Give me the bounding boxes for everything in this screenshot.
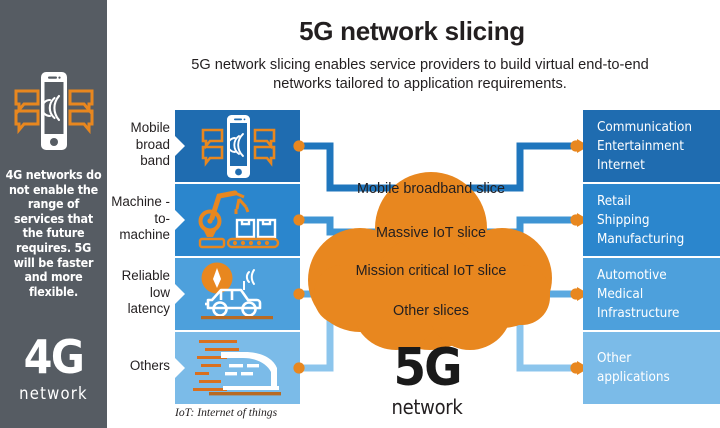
high-speed-train-icon: [193, 340, 281, 396]
slice-label-mobile-broadband: Mobile broadband slice: [357, 181, 505, 197]
page-subtitle: 5G network slicing enables service provi…: [191, 57, 649, 92]
category-label-others: Others: [129, 358, 170, 373]
category-label-machine-to-machine: Machine -to- machine: [111, 194, 170, 242]
sidebar-4g-badge-sub: network: [19, 384, 88, 403]
right-panel-line: Entertainment: [597, 138, 684, 154]
right-panel-line: applications: [597, 370, 670, 385]
smartphone-messaging-icon: [0, 64, 107, 164]
right-panel-line: Medical: [597, 286, 644, 302]
right-panel-line: Other: [597, 351, 632, 366]
right-panel-line: Manufacturing: [597, 231, 685, 247]
page-title: 5G network slicing: [299, 16, 525, 46]
slice-label-massive-iot: Massive IoT slice: [375, 225, 487, 241]
left-panel-machine-to-machine[interactable]: [175, 184, 300, 256]
slice-label-other-slices: Other slices: [393, 303, 469, 319]
left-panel-mobile-broadband[interactable]: [175, 110, 300, 182]
left-panel-reliable-low-latency[interactable]: [175, 258, 300, 330]
right-panel-other-applications[interactable]: Other applications: [583, 332, 720, 404]
right-panel-retail[interactable]: Retail Shipping Manufacturing: [583, 184, 720, 256]
smartphone-messaging-icon: [201, 115, 276, 178]
robot-arm-conveyor-icon: [198, 190, 280, 249]
cloud-shape: [300, 170, 562, 355]
right-panel-line: Infrastructure: [597, 305, 680, 321]
slice-label-mission-critical-iot: Mission critical IoT slice: [355, 263, 507, 279]
right-panel-automotive[interactable]: Automotive Medical Infrastructure: [583, 258, 720, 330]
category-label-reliable-low-latency: Reliable low latency: [121, 268, 170, 316]
sidebar-4g-badge: 4G: [23, 330, 85, 384]
right-panel-communication[interactable]: Communication Entertainment Internet: [583, 110, 720, 182]
sidebar-body-text: 4G networks do not enable the range of s…: [5, 167, 102, 299]
right-panel-line: Shipping: [597, 212, 650, 228]
brand-5g-sub: network: [391, 395, 463, 419]
right-panel-line: Retail: [597, 193, 631, 209]
right-panel-line: Communication: [597, 119, 692, 135]
category-label-mobile-broadband: Mobile broad band: [130, 120, 170, 168]
left-panel-others[interactable]: [175, 332, 300, 404]
connected-car-icon: [201, 262, 273, 320]
brand-5g-label: 5G: [393, 338, 463, 398]
right-panel-line: Internet: [597, 157, 645, 173]
sidebar-4g-panel: 4G networks do not enable the range of s…: [0, 0, 107, 428]
footnote-iot: IoT: Internet of things: [175, 406, 278, 419]
right-panel-line: Automotive: [597, 267, 667, 283]
